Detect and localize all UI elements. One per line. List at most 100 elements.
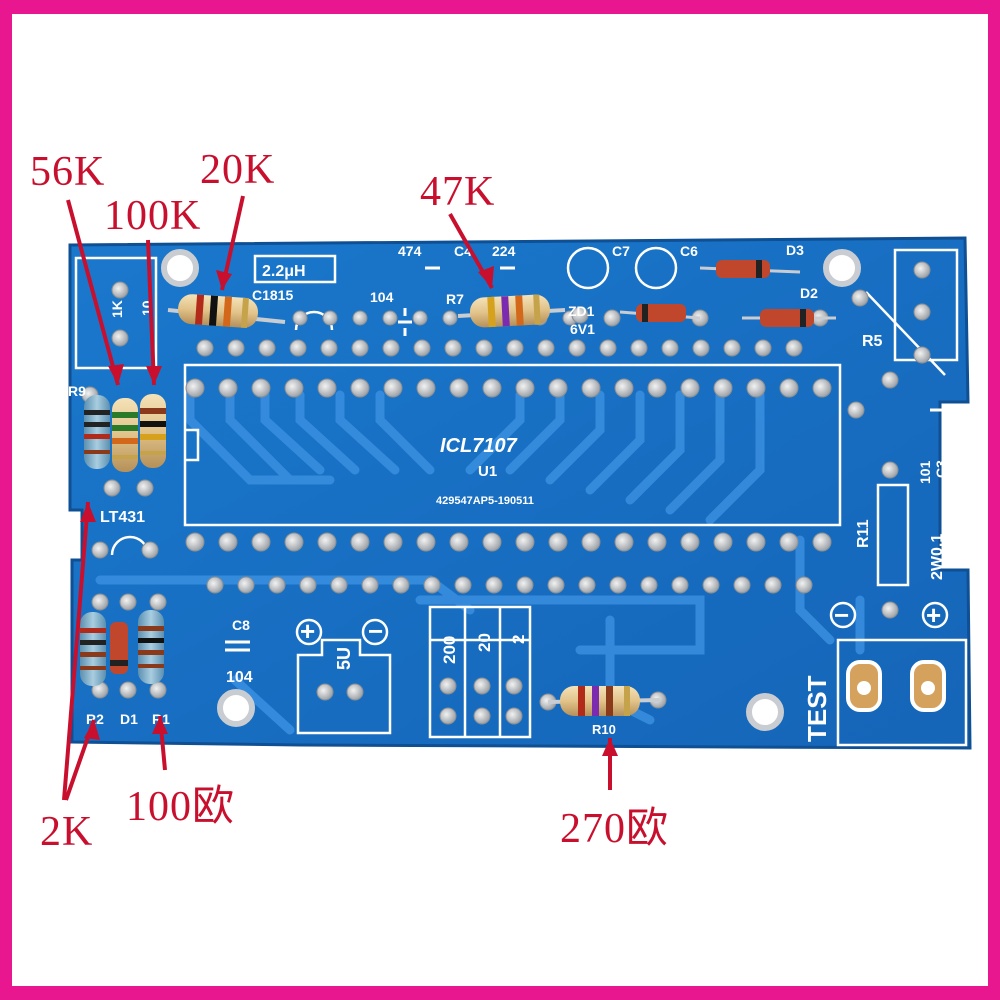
solder-pad (515, 378, 535, 398)
label-r11: R11 (855, 519, 872, 548)
solder-pad (754, 339, 772, 357)
solder-pad (851, 289, 869, 307)
solder-pad (361, 576, 379, 594)
callout-20k: 20K (200, 147, 276, 193)
solder-pad (702, 576, 720, 594)
plus-sign-left: + (300, 616, 315, 646)
label-101: 101 (917, 460, 933, 484)
solder-pad (251, 378, 271, 398)
solder-pad (149, 681, 167, 699)
label-r9: R9 (68, 383, 86, 399)
solder-pad (449, 532, 469, 552)
solder-pad (413, 339, 431, 357)
solder-pad (779, 378, 799, 398)
solder-pad (268, 576, 286, 594)
label-5v: 5U (334, 647, 354, 670)
diode-d2 (742, 309, 836, 327)
label-d1: D1 (120, 711, 138, 727)
label-d2: D2 (800, 285, 818, 301)
solder-pad (392, 576, 410, 594)
callout-100ohm: 100欧 (126, 784, 236, 830)
solder-pad (251, 532, 271, 552)
solder-pad (330, 576, 348, 594)
chip-code: 429547AP5-190511 (436, 495, 534, 507)
label-range-2: 2 (509, 635, 528, 644)
label-104-top: 104 (370, 289, 394, 305)
solder-pad (516, 576, 534, 594)
solder-pad (141, 541, 159, 559)
solder-pad (237, 576, 255, 594)
solder-pad (640, 576, 658, 594)
solder-pad (289, 339, 307, 357)
solder-pad (346, 683, 364, 701)
solder-pad (383, 532, 403, 552)
zener-zd1 (619, 304, 701, 322)
label-104-bottom: 104 (226, 669, 253, 686)
solder-pad (881, 461, 899, 479)
solder-pad (913, 303, 931, 321)
solder-pad (227, 339, 245, 357)
solder-pad (382, 310, 398, 326)
solder-pad (647, 532, 667, 552)
label-r11-value: 2W0.1 (929, 534, 946, 580)
solder-pad (881, 601, 899, 619)
solder-pad (680, 532, 700, 552)
solder-pad (647, 378, 667, 398)
solder-pad (412, 310, 428, 326)
label-c8: C8 (232, 617, 250, 633)
callout-56k: 56K (30, 149, 106, 195)
solder-pad (320, 339, 338, 357)
solder-pad (713, 532, 733, 552)
solder-pad (603, 309, 621, 327)
label-474: 474 (398, 243, 422, 259)
solder-pad (485, 576, 503, 594)
solder-pad (506, 339, 524, 357)
solder-pad (547, 576, 565, 594)
label-range-20: 20 (475, 633, 494, 652)
solder-pad (537, 339, 555, 357)
solder-pad (185, 532, 205, 552)
capacitor-symbols (225, 266, 945, 652)
electrolytic-outlines (566, 246, 678, 290)
solder-pad (746, 378, 766, 398)
solder-pads (81, 261, 931, 725)
solder-pad (284, 532, 304, 552)
solder-pad (91, 541, 109, 559)
solder-pad (284, 378, 304, 398)
solder-pad (713, 378, 733, 398)
solder-pad (316, 683, 334, 701)
solder-pad (764, 576, 782, 594)
label-zd1: ZD1 (568, 303, 595, 319)
solder-pad (442, 310, 458, 326)
solder-pad (111, 329, 129, 347)
chip-name: ICL7107 (440, 435, 518, 457)
callout-2k: 2K (40, 809, 94, 855)
solder-pad (913, 346, 931, 364)
callout-47k: 47K (420, 169, 496, 215)
solder-pad (568, 339, 586, 357)
callout-arrows (62, 195, 612, 801)
solder-pad (218, 378, 238, 398)
label-1k: 1K (109, 300, 125, 318)
solder-pad (299, 576, 317, 594)
solder-pad (847, 401, 865, 419)
solder-pad (482, 532, 502, 552)
solder-pad (515, 532, 535, 552)
solder-pad (91, 593, 109, 611)
solder-pad (548, 532, 568, 552)
solder-pad (614, 378, 634, 398)
solder-pad (473, 677, 491, 695)
solder-pad (505, 707, 523, 725)
solder-pad (812, 532, 832, 552)
solder-pad (599, 339, 617, 357)
solder-pad (548, 378, 568, 398)
solder-pad (581, 532, 601, 552)
chip-ref: U1 (478, 463, 497, 480)
resistor-270ohm (547, 686, 661, 716)
resistor-cluster-left (84, 394, 166, 472)
solder-pad (779, 532, 799, 552)
label-d3: D3 (786, 242, 804, 258)
solder-pad (609, 576, 627, 594)
minus-sign-right: − (834, 600, 849, 630)
